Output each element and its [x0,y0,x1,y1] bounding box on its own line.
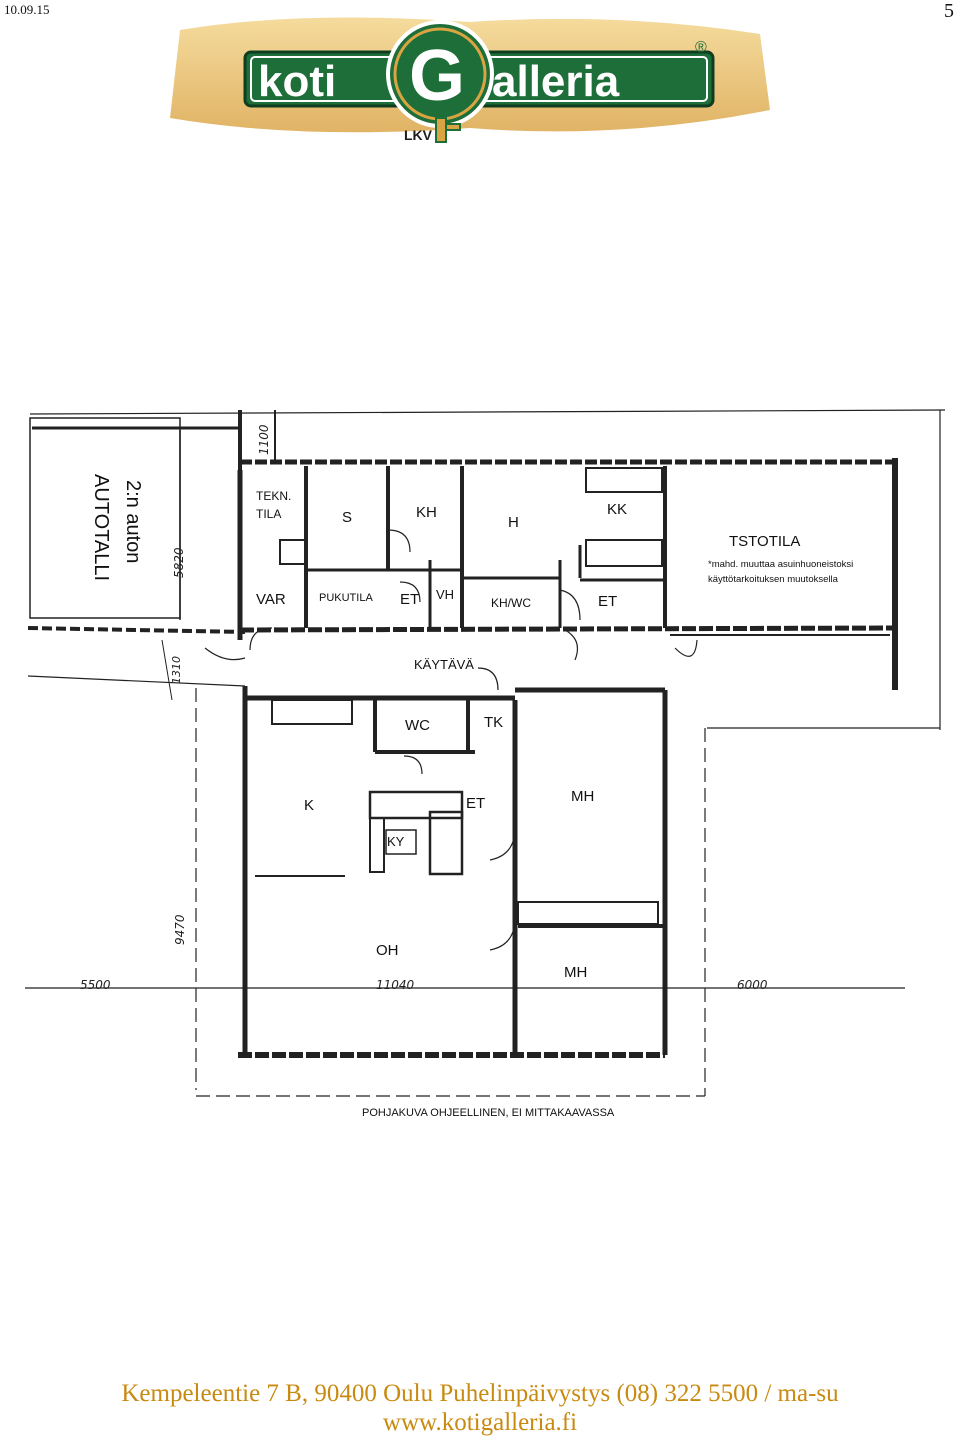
logo-letter-g: G [409,36,465,116]
room-pukutila: PUKUTILA [319,592,373,604]
room-oh: OH [376,942,399,959]
room-s: S [342,509,352,526]
page-number: 5 [944,0,954,22]
footer-address-phone: Kempeleentie 7 B, 90400 Oulu Puhelinpäiv… [121,1380,839,1407]
logo-word-alleria: alleria [492,57,620,106]
logo-registered-mark: ® [695,39,707,56]
garage-label-line2: AUTOTALLI [90,474,112,581]
print-date: 10.09.15 [4,2,50,17]
room-tstotila-note-line1: *mahd. muuttaa asuinhuoneistoksi [708,559,853,570]
dim-5500: 5500 [80,978,111,992]
room-tekn-line2: TILA [256,507,281,521]
room-tstotila-note-line2: käyttötarkoituksen muutoksella [708,574,839,585]
room-et-lower: ET [466,795,485,812]
garage-label-line1: 2:n auton [122,480,144,563]
room-var: VAR [256,591,286,608]
room-kh-wc: KH/WC [491,596,531,610]
room-mh-lower: MH [564,964,587,981]
room-kh: KH [416,504,437,521]
room-tk: TK [484,714,503,731]
footer-website[interactable]: www.kotigalleria.fi [382,1409,578,1436]
kotigalleria-logo: koti G alleria ® LKV [170,17,770,143]
dim-6000: 6000 [737,978,768,992]
floorplan-caption: POHJAKUVA OHJEELLINEN, EI MITTAKAAVASSA [362,1107,615,1119]
room-et-upper-right: ET [598,593,617,610]
room-tstotila: TSTOTILA [729,533,800,550]
floor-plan: 2:n auton AUTOTALLI TEKN. TILA S KH H KK… [25,409,946,1119]
dim-9470: 9470 [173,914,187,945]
room-mh-upper: MH [571,788,594,805]
logo-lkv: LKV [404,127,433,143]
dim-1100: 1100 [257,424,271,455]
room-tekn-line1: TEKN. [256,489,291,503]
room-kk: KK [607,501,627,518]
logo-key-shaft [435,117,447,143]
room-et-upper-left: ET [400,591,419,608]
room-kaytava: KÄYTÄVÄ [414,657,474,672]
logo-word-koti: koti [258,57,336,106]
room-h: H [508,514,519,531]
dim-1310: 1310 [170,656,183,684]
room-k: K [304,797,314,814]
room-ky: KY [387,834,405,849]
dim-11040: 11040 [376,978,415,992]
dim-5820: 5820 [172,547,186,578]
room-vh: VH [436,587,454,602]
room-wc: WC [405,717,430,734]
